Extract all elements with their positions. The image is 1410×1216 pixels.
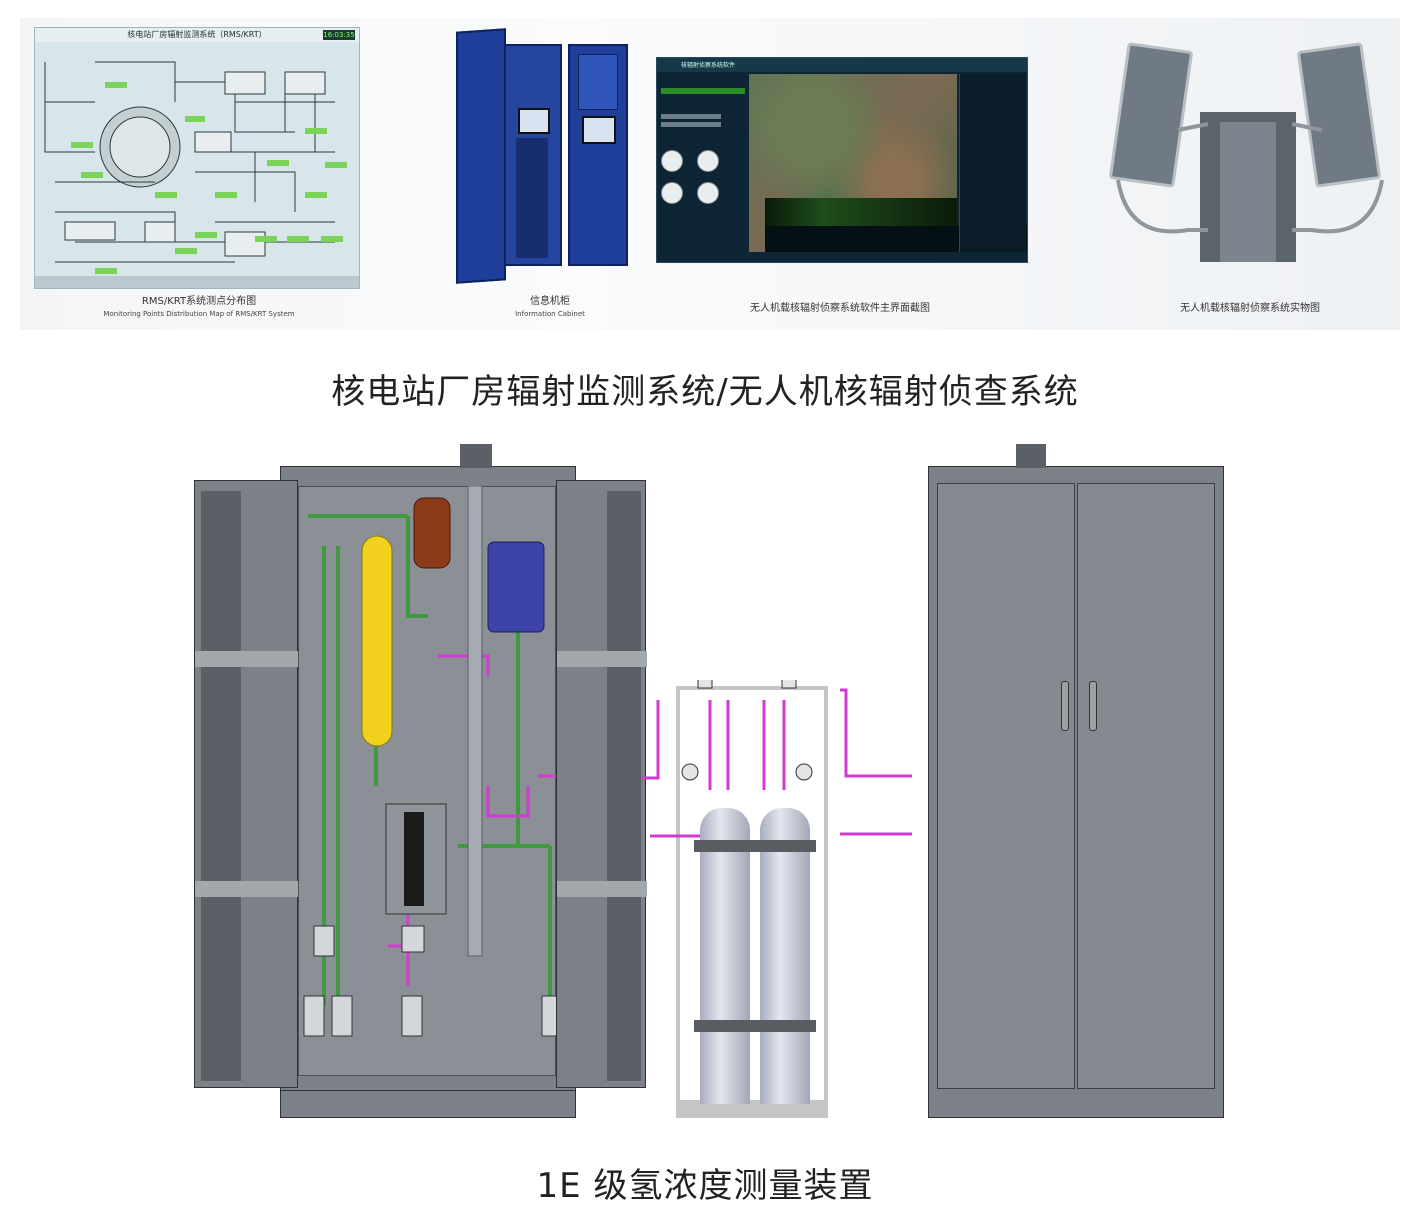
closed-cabinet-vent (1016, 444, 1046, 468)
closed-cabinet-handle-left (1061, 681, 1069, 731)
cabinet-body (504, 44, 562, 266)
cabinet-screen (518, 108, 550, 134)
rms-diagram-title: 核电站厂房辐射监测系统（RMS/KRT） (35, 28, 359, 42)
software-level-bar-2 (661, 114, 721, 119)
gas-cylinder-2 (760, 808, 810, 1104)
rms-diagram-footer (35, 276, 359, 288)
cylinder-strap-top (694, 840, 816, 852)
software-title: 核辐射侦察系统软件 (681, 62, 736, 69)
door-right-rail-2 (557, 881, 647, 897)
cabinet-second-window (578, 54, 618, 110)
software-gauge-4 (697, 182, 719, 204)
cylinder-piping (642, 680, 912, 838)
software-gauge-2 (697, 150, 719, 172)
rms-caption-en: Monitoring Points Distribution Map of RM… (103, 310, 295, 318)
closed-cabinet (928, 466, 1224, 1118)
section-heading-hydrogen: 1E 级氢浓度测量装置 (536, 1166, 874, 1206)
left-cabinet-door-right (556, 480, 647, 1088)
door-left-inner (201, 491, 241, 1081)
closed-cabinet-door-left (937, 483, 1075, 1089)
cabinet-second (568, 44, 628, 266)
software-screenshot: 核辐射侦察系统软件 (656, 57, 1028, 263)
hydrogen-cabinet-vent (460, 444, 492, 468)
hydrogen-cabinet-base (280, 1090, 576, 1118)
software-gauge-1 (661, 150, 683, 172)
closed-cabinet-door-right (1077, 483, 1215, 1089)
section-heading-radiation: 核电站厂房辐射监测系统/无人机核辐射侦查系统 (331, 372, 1079, 412)
cabinet-caption: 信息机柜 Information Cabinet (480, 296, 620, 320)
rms-diagram-image: 核电站厂房辐射监测系统（RMS/KRT） 16:03:35 (34, 27, 360, 289)
cabinet-caption-en: Information Cabinet (515, 310, 585, 318)
door-right-rail-1 (557, 651, 647, 667)
drone-center-plate (1220, 122, 1276, 262)
software-right-panel (959, 74, 1026, 252)
hydrogen-piping (303, 486, 556, 1037)
rms-caption-cn: RMS/KRT系统测点分布图 (141, 296, 257, 307)
drone-frame (1200, 112, 1296, 262)
cabinet-open-door (456, 28, 506, 284)
gas-cylinder-rack-base (676, 1100, 828, 1118)
drone-frame-rails (1116, 122, 1384, 234)
drone-caption: 无人机载核辐射侦察系统实物图 (1180, 303, 1320, 314)
software-level-bar-3 (661, 122, 721, 127)
software-level-bar (661, 88, 745, 94)
software-spectrogram (765, 198, 957, 226)
left-cabinet-door-left (194, 480, 299, 1088)
door-right-inner (607, 491, 641, 1081)
software-caption: 无人机载核辐射侦察系统软件主界面截图 (750, 303, 930, 314)
closed-cabinet-handle-right (1089, 681, 1097, 731)
gas-cylinder-1 (700, 808, 750, 1104)
cabinet-rack (516, 138, 548, 258)
rms-diagram-schematic (44, 61, 347, 274)
cabinet-caption-cn: 信息机柜 (530, 296, 570, 307)
rms-diagram-clock: 16:03:35 (323, 30, 355, 40)
door-left-rail-1 (195, 651, 299, 667)
cabinet-second-screen (582, 116, 616, 144)
software-gauge-3 (661, 182, 683, 204)
software-title-bar: 核辐射侦察系统软件 (657, 58, 1027, 72)
cylinder-strap-bottom (694, 1020, 816, 1032)
door-left-rail-2 (195, 881, 299, 897)
rms-caption: RMS/KRT系统测点分布图 Monitoring Points Distrib… (34, 296, 364, 320)
